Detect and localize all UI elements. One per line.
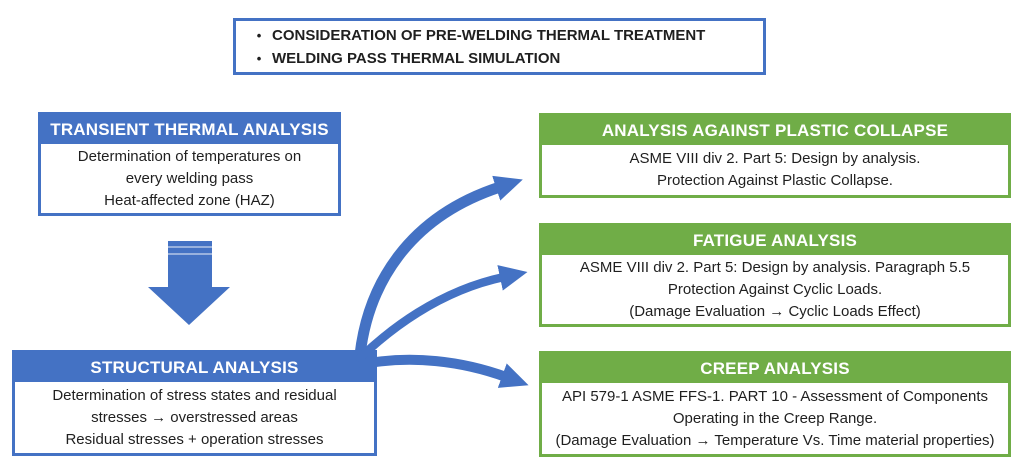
body-line: Determination of stress states and resid… <box>52 386 337 404</box>
body-line: Heat-affected zone (HAZ) <box>104 191 275 209</box>
bullet-icon: • <box>256 27 262 43</box>
body-line: Residual stresses + operation stresses <box>65 430 324 448</box>
note-bullet-1-text: CONSIDERATION OF PRE-WELDING THERMAL TRE… <box>272 26 706 44</box>
plastic-collapse-analysis-title: ANALYSIS AGAINST PLASTIC COLLAPSE <box>601 120 949 140</box>
structural-analysis-body: Determination of stress states and resid… <box>15 382 374 453</box>
body-line: stresses → overstressed areas <box>91 408 298 426</box>
body-line: ASME VIII div 2. Part 5: Design by analy… <box>579 258 971 276</box>
fatigue-analysis-box: FATIGUE ANALYSIS ASME VIII div 2. Part 5… <box>539 223 1011 327</box>
body-line: Protection Against Cyclic Loads. <box>667 280 883 298</box>
fatigue-analysis-title: FATIGUE ANALYSIS <box>692 230 858 250</box>
fatigue-analysis-body: ASME VIII div 2. Part 5: Design by analy… <box>542 255 1008 324</box>
plastic-collapse-analysis-body: ASME VIII div 2. Part 5: Design by analy… <box>542 145 1008 195</box>
body-line: (Damage Evaluation → Temperature Vs. Tim… <box>555 431 995 449</box>
body-line: (Damage Evaluation → Cyclic Loads Effect… <box>629 302 921 320</box>
curved-arrow-to-fatigue-icon <box>355 265 528 363</box>
curved-arrow-to-creep-icon <box>358 354 529 388</box>
note-bullet-2: • WELDING PASS THERMAL SIMULATION <box>236 47 763 70</box>
note-bullet-1: • CONSIDERATION OF PRE-WELDING THERMAL T… <box>236 24 763 47</box>
structural-analysis-title: STRUCTURAL ANALYSIS <box>90 357 299 377</box>
curved-arrows-group <box>340 155 545 395</box>
creep-analysis-box: CREEP ANALYSIS API 579-1 ASME FFS-1. PAR… <box>539 351 1011 457</box>
structural-analysis-box: STRUCTURAL ANALYSIS Determination of str… <box>12 350 377 456</box>
body-line: Protection Against Plastic Collapse. <box>657 172 893 189</box>
transient-thermal-analysis-box: TRANSIENT THERMAL ANALYSIS Determination… <box>38 112 341 216</box>
transient-thermal-analysis-title: TRANSIENT THERMAL ANALYSIS <box>50 119 329 139</box>
body-line: every welding pass <box>125 169 254 187</box>
down-arrow-icon <box>148 241 230 327</box>
body-line: Determination of temperatures on <box>77 147 302 165</box>
creep-analysis-body: API 579-1 ASME FFS-1. PART 10 - Assessme… <box>542 383 1008 454</box>
curved-arrow-to-plastic-collapse-icon <box>354 175 523 361</box>
transient-thermal-analysis-body: Determination of temperatures on every w… <box>41 144 338 213</box>
body-line: Operating in the Creep Range. <box>672 409 878 427</box>
pre-welding-note-box: • CONSIDERATION OF PRE-WELDING THERMAL T… <box>233 18 766 75</box>
body-line: API 579-1 ASME FFS-1. PART 10 - Assessme… <box>561 387 989 405</box>
creep-analysis-title: CREEP ANALYSIS <box>700 358 850 378</box>
body-line: ASME VIII div 2. Part 5: Design by analy… <box>629 150 921 167</box>
plastic-collapse-analysis-box: ANALYSIS AGAINST PLASTIC COLLAPSE ASME V… <box>539 113 1011 198</box>
note-bullet-2-text: WELDING PASS THERMAL SIMULATION <box>272 49 561 67</box>
bullet-icon: • <box>256 50 262 66</box>
